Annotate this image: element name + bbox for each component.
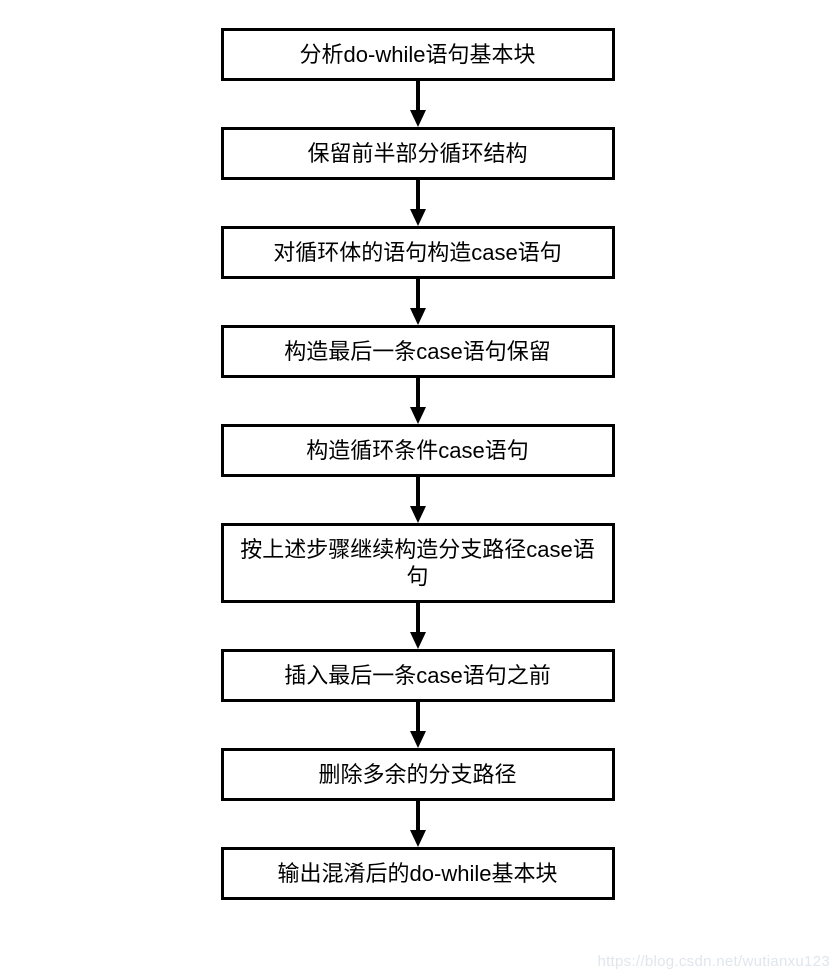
flow-step-4-label: 构造最后一条case语句保留 <box>284 339 551 364</box>
down-arrow <box>221 477 615 523</box>
flowchart: 分析do-while语句基本块 保留前半部分循环结构 对循环体的语句构造case… <box>220 28 615 900</box>
flow-step-5-label: 构造循环条件case语句 <box>306 438 529 463</box>
flow-step-1-label: 分析do-while语句基本块 <box>299 42 536 67</box>
arrow-head-icon <box>409 209 426 226</box>
arrow-head-icon <box>409 110 426 127</box>
arrow-head-icon <box>409 407 426 424</box>
arrow-shaft <box>415 801 420 830</box>
arrow-shaft <box>415 477 420 506</box>
watermark: https://blog.csdn.net/wutianxu123 <box>597 953 830 970</box>
arrow-shaft <box>415 279 420 308</box>
arrow-shaft <box>415 603 420 632</box>
down-arrow <box>221 801 615 847</box>
flow-step-2-label: 保留前半部分循环结构 <box>307 141 528 166</box>
arrow-head-icon <box>409 731 426 748</box>
arrow-head-icon <box>409 308 426 325</box>
arrow-head-icon <box>409 830 426 847</box>
flow-step-6-label: 按上述步骤继续构造分支路径case语句 <box>240 537 595 589</box>
flow-step-3: 对循环体的语句构造case语句 <box>220 226 615 279</box>
flow-step-6: 按上述步骤继续构造分支路径case语句 <box>220 523 615 603</box>
arrow-shaft <box>415 702 420 731</box>
arrow-shaft <box>415 81 420 110</box>
arrow-head-icon <box>409 632 426 649</box>
flow-step-7: 插入最后一条case语句之前 <box>220 649 615 702</box>
flow-step-3-label: 对循环体的语句构造case语句 <box>273 240 562 265</box>
arrow-shaft <box>415 378 420 407</box>
flow-step-7-label: 插入最后一条case语句之前 <box>284 663 551 688</box>
down-arrow <box>221 378 615 424</box>
down-arrow <box>221 279 615 325</box>
down-arrow <box>221 180 615 226</box>
flow-step-9: 输出混淆后的do-while基本块 <box>220 847 615 900</box>
flow-step-4: 构造最后一条case语句保留 <box>220 325 615 378</box>
flow-step-1: 分析do-while语句基本块 <box>220 28 615 81</box>
flow-step-8: 删除多余的分支路径 <box>220 748 615 801</box>
flow-step-8-label: 删除多余的分支路径 <box>318 762 517 787</box>
down-arrow <box>221 702 615 748</box>
arrow-shaft <box>415 180 420 209</box>
flow-step-2: 保留前半部分循环结构 <box>220 127 615 180</box>
down-arrow <box>221 603 615 649</box>
flow-step-5: 构造循环条件case语句 <box>220 424 615 477</box>
flow-step-9-label: 输出混淆后的do-while基本块 <box>277 861 558 886</box>
down-arrow <box>221 81 615 127</box>
arrow-head-icon <box>409 506 426 523</box>
